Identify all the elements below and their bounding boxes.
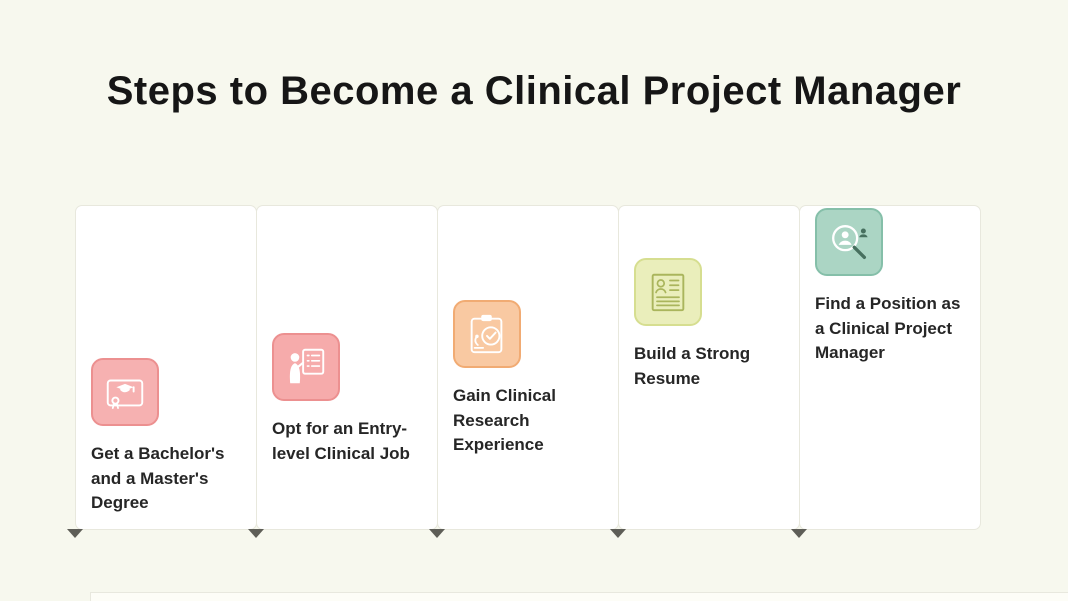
step-icon-box: [272, 333, 340, 401]
step-column-research-experience: Gain Clinical Research Experience: [429, 205, 619, 538]
step-icon-box: [634, 258, 702, 326]
steps-row: Get a Bachelor's and a Master's Degree O…: [67, 205, 981, 538]
clinical-research-icon: [470, 314, 503, 354]
column-pointer: [248, 529, 264, 538]
step-icon-box: [815, 208, 883, 276]
step-label: Find a Position as a Clinical Project Ma…: [815, 294, 961, 363]
presentation-icon: [289, 348, 325, 384]
column-pointer: [429, 529, 445, 538]
resume-icon: [651, 273, 685, 312]
step-icon-box: [453, 300, 521, 368]
column-pointer: [67, 529, 83, 538]
step-icon-box: [91, 358, 159, 426]
step-label: Build a Strong Resume: [634, 344, 751, 388]
footer-strip: [90, 592, 1068, 601]
job-search-icon: [832, 225, 868, 260]
step-column-find-position: Find a Position as a Clinical Project Ma…: [791, 205, 981, 538]
column-pointer: [791, 529, 807, 538]
column-pointer: [610, 529, 626, 538]
step-column-degree: Get a Bachelor's and a Master's Degree: [67, 205, 257, 538]
diploma-icon: [106, 379, 144, 409]
step-column-resume: Build a Strong Resume: [610, 205, 800, 538]
step-label: Gain Clinical Research Experience: [453, 386, 556, 455]
page-title: Steps to Become a Clinical Project Manag…: [106, 69, 962, 113]
step-label: Get a Bachelor's and a Master's Degree: [91, 444, 225, 513]
step-column-entry-level-job: Opt for an Entry-level Clinical Job: [248, 205, 438, 538]
step-label: Opt for an Entry-level Clinical Job: [272, 419, 410, 463]
